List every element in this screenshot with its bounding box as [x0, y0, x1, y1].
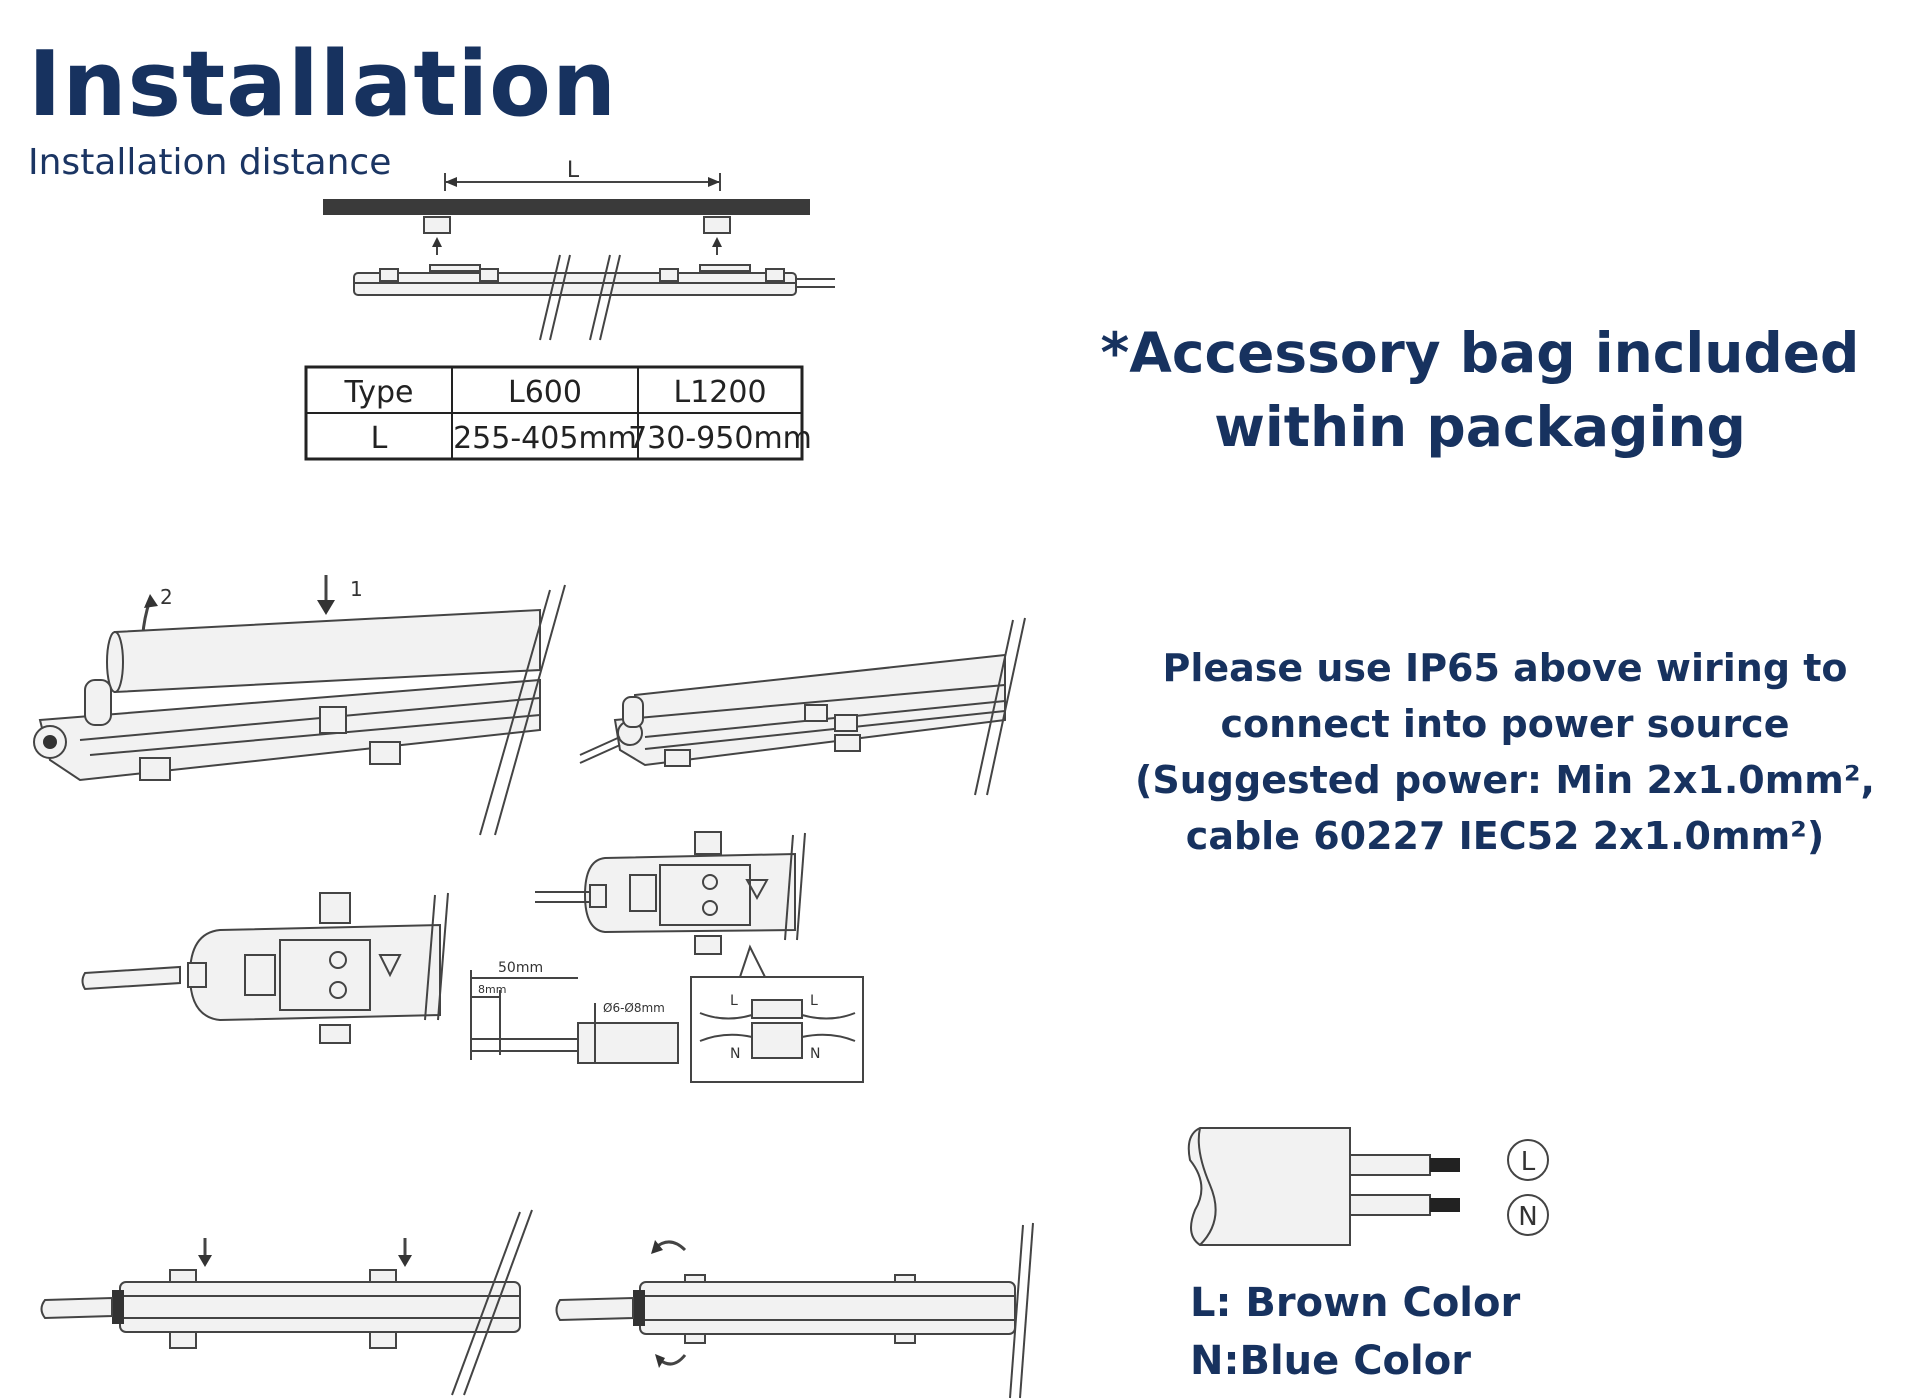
- tube-insertion-diagram: 1 2: [33, 575, 566, 836]
- cable-diameter-label: Ø6-Ø8mm: [603, 1001, 665, 1015]
- step-2-label: 2: [160, 585, 173, 609]
- live-terminal-label: L: [1521, 1147, 1536, 1177]
- wiring-note-line-2: (Suggested power: Min 2x1.0mm², cable 60…: [1135, 758, 1875, 858]
- strip-length-label: 50mm: [498, 960, 543, 976]
- cable-strip-diagram: 50mm 8mm Ø6-Ø8mm: [470, 960, 679, 1064]
- step-1-label: 1: [350, 577, 363, 601]
- mounting-clip-left: [423, 216, 451, 255]
- terminal-neutral-right: N: [810, 1046, 820, 1062]
- installation-distance-table: Type L600 L1200 L 255-405mm 730-950mm: [304, 365, 812, 461]
- page-title: Installation: [28, 32, 618, 137]
- wiring-note: Please use IP65 above wiring to connect …: [1090, 640, 1920, 864]
- led-tube: [114, 608, 541, 694]
- terminal-block-detail: L L N N: [690, 944, 864, 1083]
- tube-installed-diagram: [579, 617, 1026, 796]
- neutral-terminal-symbol: [1507, 1194, 1549, 1236]
- wire-legend-neutral: N:Blue Color: [1190, 1338, 1471, 1384]
- table-cell-type: L: [371, 421, 388, 456]
- section-subtitle: Installation distance: [28, 142, 392, 183]
- wire-legend-live: L: Brown Color: [1190, 1280, 1521, 1326]
- cable-connected-diagram: [535, 831, 806, 955]
- cable: [81, 965, 181, 991]
- terminal-live-left: L: [730, 993, 738, 1009]
- cable-gland: [187, 962, 207, 988]
- table-header-l1200: L1200: [673, 375, 766, 410]
- table-header-l600: L600: [508, 375, 582, 410]
- terminal-neutral-left: N: [730, 1046, 740, 1062]
- table-cell-l600: 255-405mm: [453, 421, 637, 456]
- ceiling-bar: [323, 199, 810, 215]
- wiring-note-line-1: Please use IP65 above wiring to connect …: [1162, 646, 1848, 746]
- cable-end: [1187, 1127, 1351, 1246]
- installation-distance-diagram: L: [323, 158, 835, 341]
- fixture-clip-mounting-diagram: [40, 1209, 533, 1396]
- cable-sheath: [577, 1022, 679, 1064]
- cable-entry-diagram: [81, 892, 449, 1044]
- accessory-note: *Accessory bag included within packaging: [1100, 321, 1860, 459]
- live-terminal-symbol: [1507, 1139, 1549, 1181]
- neutral-terminal-label: N: [1518, 1202, 1537, 1232]
- fixture-mounted-diagram: [555, 1222, 1034, 1399]
- dimension-label: L: [567, 158, 580, 183]
- terminal-live-right: L: [810, 993, 818, 1009]
- table-header-type: Type: [344, 375, 414, 410]
- fixture-body: [353, 264, 835, 296]
- fixture-housing: [38, 678, 541, 782]
- core-strip-label: 8mm: [478, 983, 506, 996]
- fixture-side-view: [119, 1281, 521, 1333]
- wire-connection-diagram: L N: [1187, 1127, 1549, 1246]
- mounting-clip-right: [703, 216, 731, 255]
- table-cell-l1200: 730-950mm: [628, 421, 812, 456]
